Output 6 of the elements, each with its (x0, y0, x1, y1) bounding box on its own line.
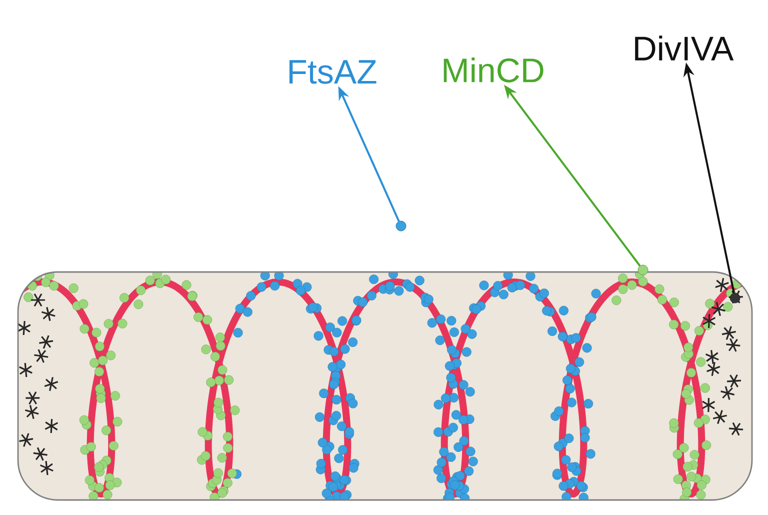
protein-bead (638, 264, 648, 276)
label: FtsAZ (289, 60, 376, 84)
protein-cluster (730, 292, 740, 304)
label: DivIVA (635, 36, 734, 60)
protein-bead (396, 220, 406, 232)
label: MinCD (444, 58, 544, 82)
